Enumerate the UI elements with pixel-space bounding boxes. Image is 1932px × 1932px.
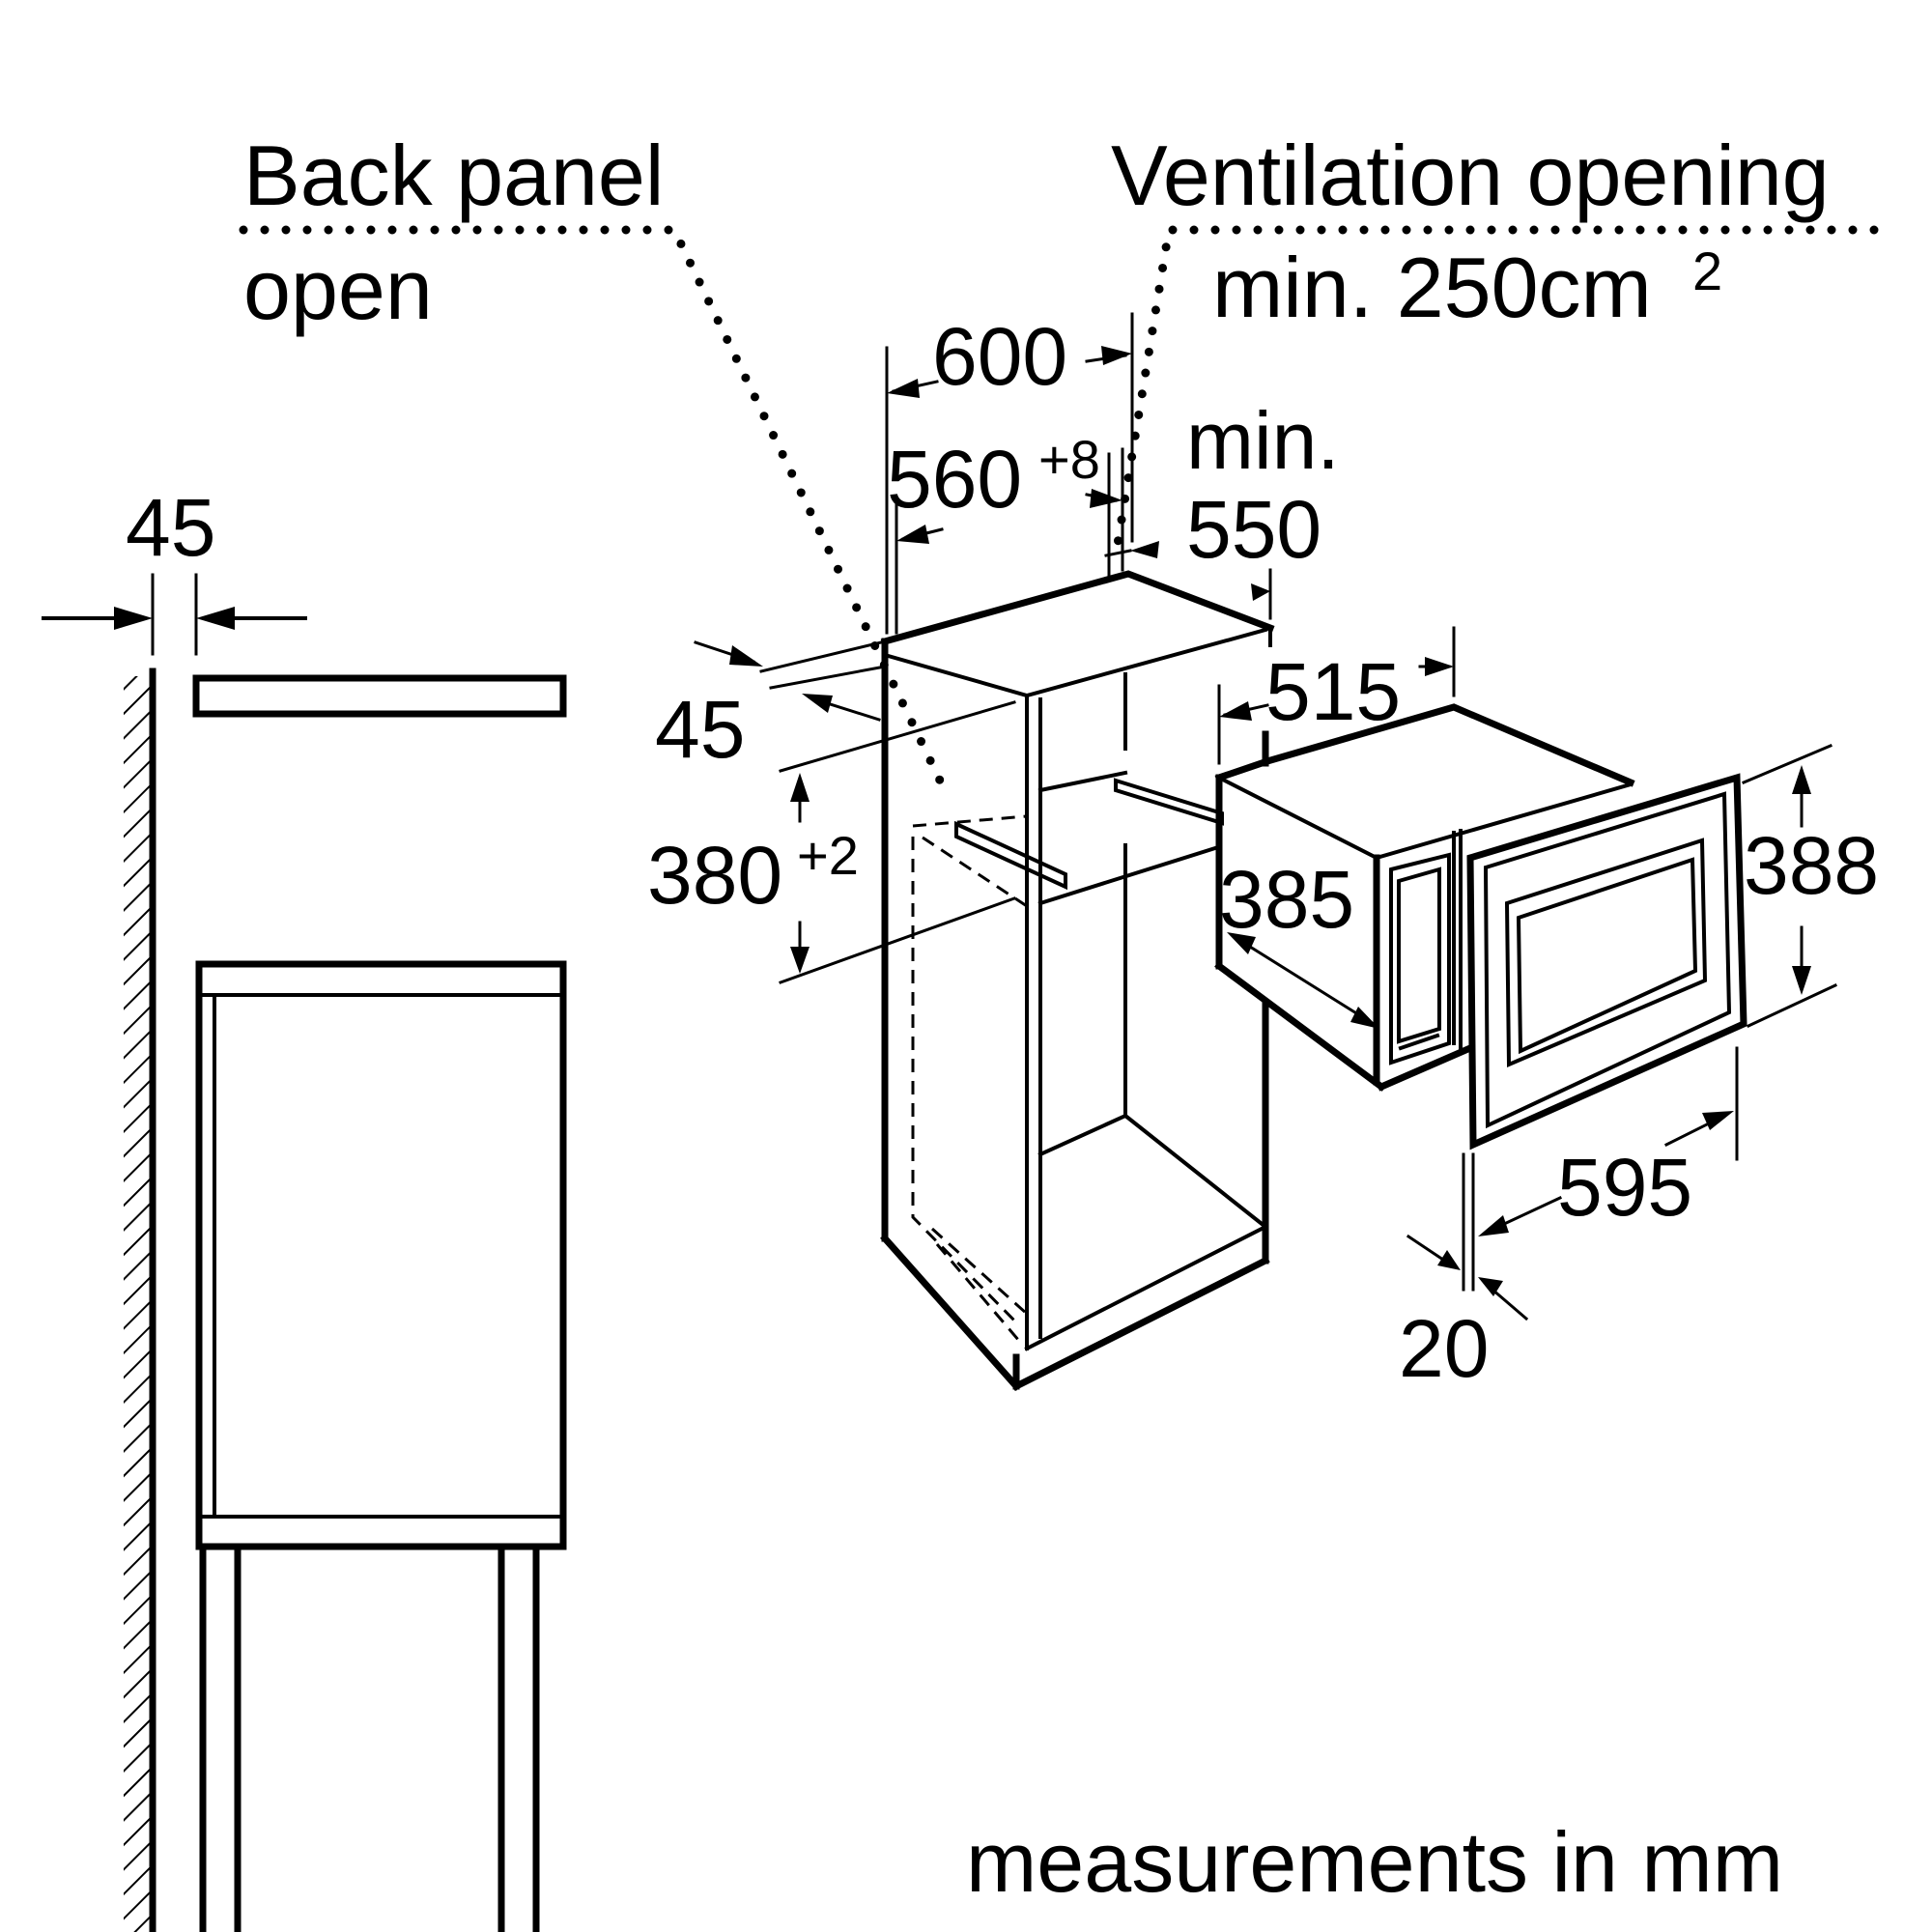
dimension-20: 20 [1399,1152,1529,1394]
side-cabinet-leg-right [497,1543,540,1932]
hidden-edge [911,837,1021,1327]
ventilation-label: Ventilation opening [1111,128,1830,223]
niche-height-tolerance: +2 [797,825,859,886]
min-depth-value: 550 [1186,484,1321,575]
niche-height-value: 380 [647,830,782,921]
installation-cabinet [880,570,1275,1391]
side-view: 45 [42,482,567,1932]
units-footnote: measurements in mm [966,1814,1783,1910]
side-cabinet-leg-left [199,1543,242,1932]
cabinet-width-value: 600 [932,311,1067,402]
dimension-600: 600 [885,311,1134,635]
appliance-height-value: 388 [1744,820,1879,911]
niche-width-value: 560 [887,434,1022,525]
back-panel-open-label: open [243,242,433,337]
dimension-min-550: min. 550 [1104,395,1340,620]
ventilation-callout: Ventilation opening min. 250cm 2 [1111,128,1879,560]
dimension-385: 385 [1219,854,1379,1029]
dimension-595: 595 [1471,1046,1739,1292]
ventilation-min-label: min. 250cm [1212,240,1652,335]
dimension-380: 380 +2 [647,700,1016,984]
dimension-388: 388 [1742,744,1879,1028]
back-panel-callout: Back panel open [239,128,947,789]
dimension-45-panel: 45 [655,639,887,775]
ventilation-unit-sup: 2 [1692,241,1722,301]
back-panel-label: Back panel [243,128,664,223]
niche-width-tolerance: +8 [1038,429,1100,490]
appliance-body-depth-value: 385 [1219,854,1354,945]
panel-thickness-value: 45 [655,684,745,775]
dimension-515: 515 [1217,626,1456,765]
side-cabinet-body [195,960,567,1550]
ventilation-leader [1111,225,1879,560]
side-top-panel [192,674,567,718]
side-gap-value: 45 [126,482,215,573]
microwave-appliance [1214,703,1747,1151]
front-frame-value: 20 [1399,1303,1489,1394]
appliance-width-value: 595 [1557,1142,1692,1233]
dimension-560: 560 +8 [887,429,1124,635]
wall-hatching [124,676,151,1932]
appliance-depth-value: 515 [1265,646,1401,737]
min-label: min. [1186,395,1340,486]
